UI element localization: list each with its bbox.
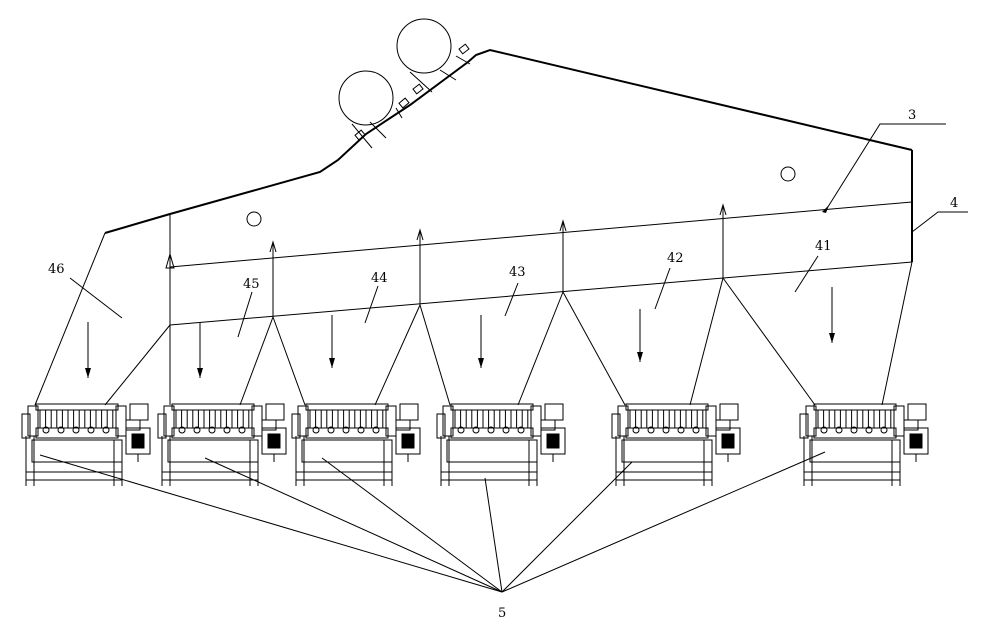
press-top-rail — [813, 403, 897, 411]
label-43: 43 — [509, 265, 526, 280]
flow-arrow-46 — [85, 322, 91, 378]
filter-press-6 — [799, 403, 929, 486]
leader-46 — [69, 277, 123, 319]
leader-41 — [794, 255, 819, 293]
hopper-42-right — [689, 277, 724, 406]
divider-45-arrowhead — [165, 252, 175, 269]
label-42: 42 — [667, 251, 684, 266]
press-motor — [719, 403, 739, 421]
press-top-rail — [35, 403, 119, 411]
flow-arrows — [85, 287, 835, 378]
label-5: 5 — [498, 606, 506, 621]
arrowhead-42 — [559, 219, 567, 232]
part-labels: 3 4 46 45 44 43 42 41 5 — [48, 108, 958, 621]
label-4: 4 — [950, 196, 958, 211]
vibrator-motor-2 — [396, 18, 452, 74]
leader-3-arrow — [822, 205, 829, 213]
filter-press-5 — [611, 403, 741, 486]
arrowhead-41 — [719, 203, 727, 216]
label-3: 3 — [908, 108, 916, 123]
filter-press-4 — [436, 403, 566, 486]
press-motor — [129, 403, 149, 421]
housing-right-lower-edge — [881, 261, 913, 406]
hopper-44-right — [374, 304, 421, 406]
inspection-hole-left — [246, 211, 262, 227]
housing-top-edge — [104, 48, 913, 234]
press-top-rail — [171, 403, 255, 411]
leader-lines — [39, 123, 968, 593]
leader-44 — [364, 285, 379, 324]
screen-deck-lower — [169, 261, 913, 326]
hopper-41-left — [722, 277, 816, 406]
hopper-45-right — [239, 316, 274, 406]
leader-43 — [504, 282, 519, 317]
hopper-46 — [104, 324, 171, 406]
flow-arrow-45 — [197, 322, 203, 378]
hopper-43-left — [419, 304, 451, 406]
leader-4 — [911, 211, 968, 233]
press-motor — [265, 403, 285, 421]
label-46: 46 — [48, 262, 65, 277]
hopper-44-left — [272, 316, 306, 406]
flow-arrow-44 — [329, 315, 335, 368]
compartment-dividers — [165, 203, 727, 325]
press-motor — [399, 403, 419, 421]
press-top-rail — [625, 403, 709, 411]
press-top-rail — [305, 403, 389, 411]
leader-42 — [654, 267, 671, 310]
vibrator-mount-1 — [351, 97, 410, 149]
filter-press-3 — [291, 403, 421, 486]
filter-press-1 — [21, 403, 151, 486]
inspection-hole-right — [780, 166, 796, 182]
vibrator-mount-2 — [409, 43, 471, 95]
press-motor — [544, 403, 564, 421]
leader-45 — [237, 291, 253, 338]
leader-5-fan — [39, 451, 826, 593]
vibrator-motor-1 — [338, 70, 394, 126]
label-44: 44 — [371, 271, 388, 286]
label-41: 41 — [815, 239, 832, 254]
press-top-rail — [450, 403, 534, 411]
hopper-43-right — [517, 291, 564, 406]
hopper-chutes — [104, 277, 816, 406]
leader-3 — [825, 123, 946, 211]
arrowhead-44 — [269, 240, 277, 253]
filter-presses — [21, 403, 929, 486]
filter-press-2 — [157, 403, 287, 486]
arrowhead-43 — [416, 228, 424, 241]
flow-arrow-41 — [829, 287, 835, 343]
screen-housing — [34, 48, 913, 406]
vibrator-motors — [338, 18, 471, 149]
housing-left-edge — [34, 232, 106, 406]
press-motor — [907, 403, 927, 421]
flow-arrow-43 — [478, 315, 484, 368]
hopper-42-left — [562, 291, 626, 406]
screen-deck-upper — [169, 201, 913, 268]
flow-arrow-42 — [637, 309, 643, 362]
label-45: 45 — [243, 277, 260, 292]
